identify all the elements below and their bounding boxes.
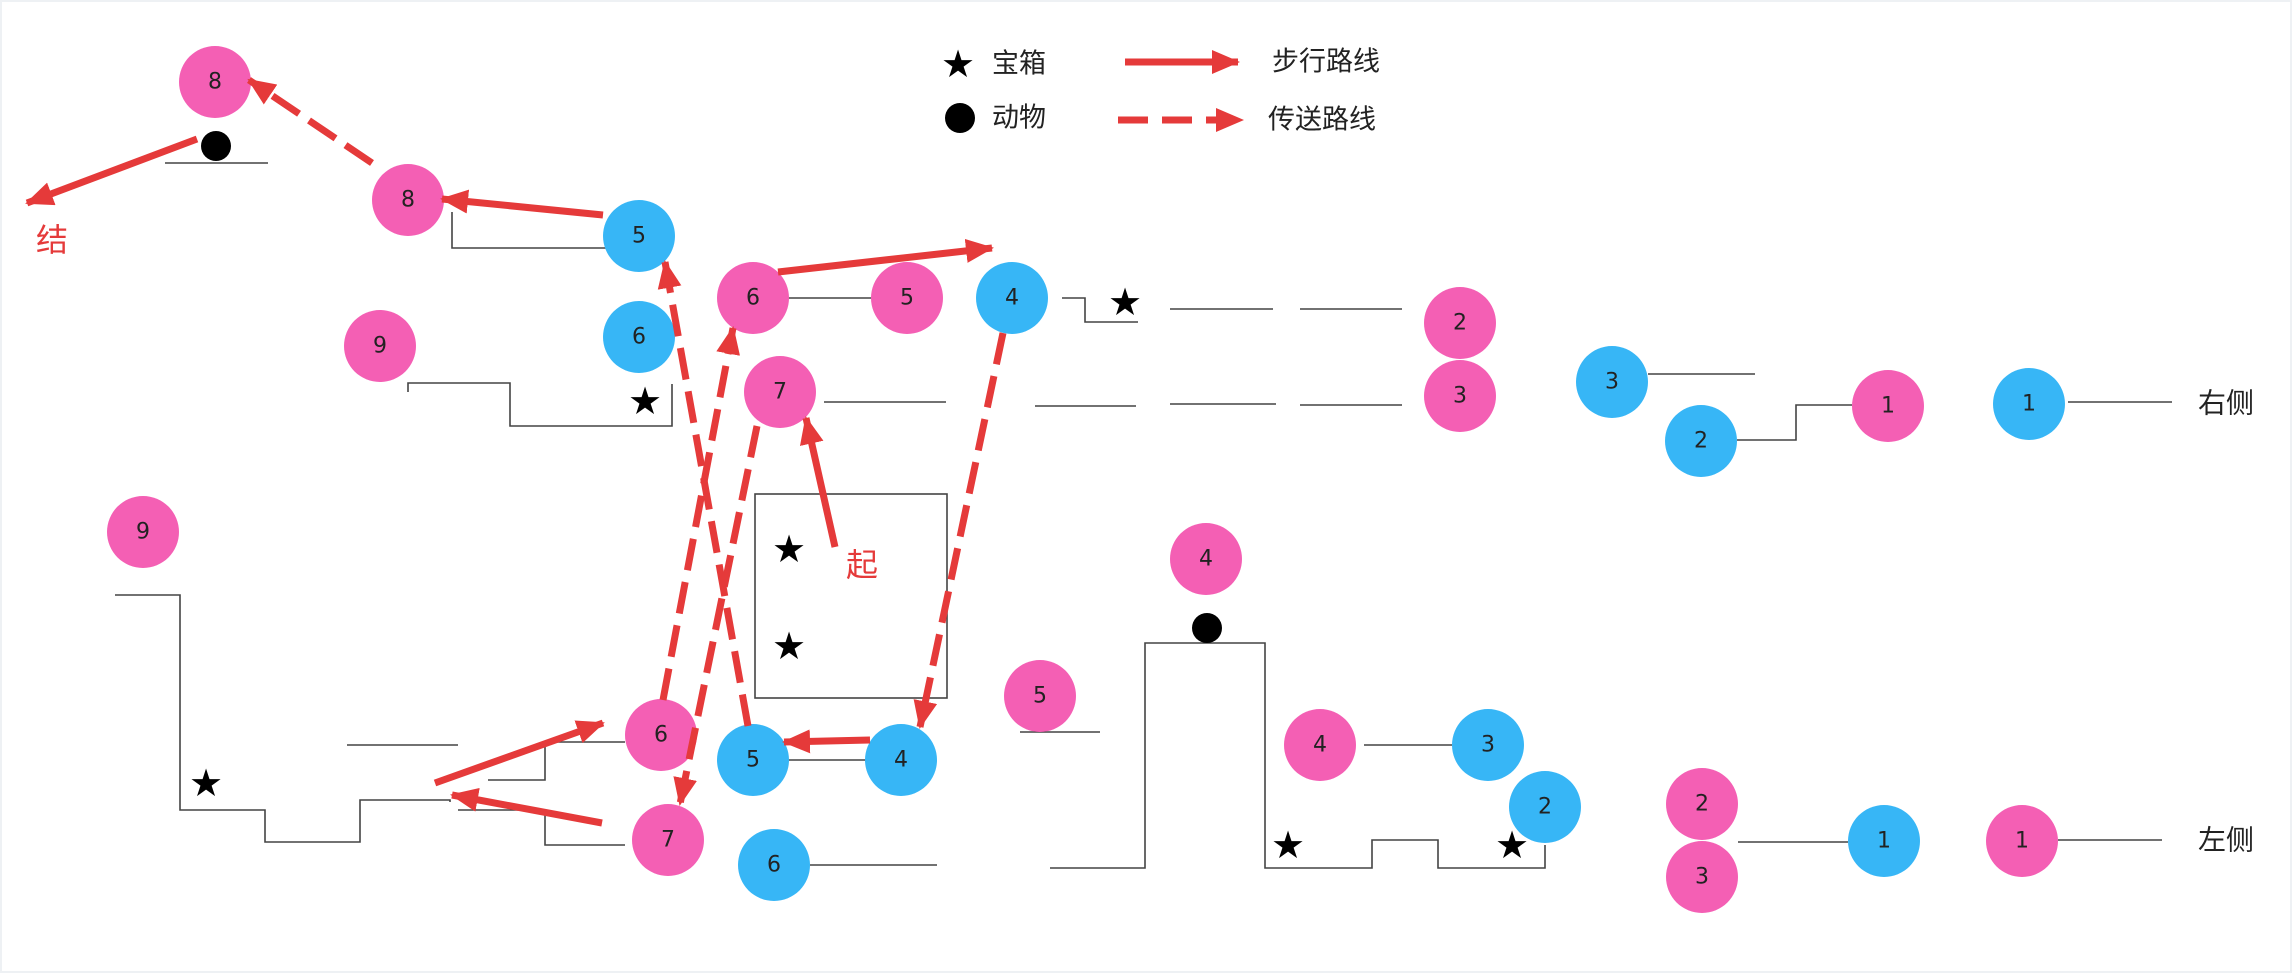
svg-text:6: 6 — [767, 853, 781, 878]
teleport-arrow — [673, 425, 761, 806]
svg-text:5: 5 — [900, 286, 914, 311]
chest-star-icon: ★ — [189, 761, 223, 805]
node-blue-3-right: 3 — [1576, 346, 1648, 418]
node-pink-1-left: 1 — [1986, 805, 2058, 877]
routes — [25, 77, 1007, 827]
start-label: 起 — [846, 546, 878, 584]
svg-text:1: 1 — [2015, 829, 2029, 854]
svg-text:7: 7 — [661, 828, 675, 853]
svg-text:5: 5 — [746, 748, 760, 773]
legend-chest-star-icon: ★ — [941, 42, 975, 86]
node-pink-2-left: 2 — [1666, 768, 1738, 840]
svg-text:3: 3 — [1481, 733, 1495, 758]
node-pink-5-top: 5 — [871, 262, 943, 334]
teleport-arrow — [659, 326, 740, 701]
walk-arrow — [433, 719, 605, 787]
chest-star-icon: ★ — [772, 527, 806, 571]
node-pink-3-right: 3 — [1424, 360, 1496, 432]
nodes: 8 8 5 9 6 6 5 4 7 2 3 3 2 1 1 9 6 5 4 7 … — [107, 46, 2065, 913]
legend-animal-label: 动物 — [992, 103, 1046, 134]
svg-text:5: 5 — [1033, 684, 1047, 709]
svg-text:4: 4 — [1005, 286, 1019, 311]
svg-text:2: 2 — [1538, 795, 1552, 820]
markers: ★ ★ ★ ★ ★ ★ ★ — [189, 131, 1529, 867]
chest-star-icon: ★ — [628, 379, 662, 423]
chest-star-icon: ★ — [1271, 823, 1305, 867]
svg-text:3: 3 — [1453, 384, 1467, 409]
svg-text:3: 3 — [1695, 865, 1709, 890]
svg-text:6: 6 — [746, 286, 760, 311]
svg-text:9: 9 — [373, 334, 387, 359]
node-pink-4-lower: 4 — [1284, 709, 1356, 781]
svg-text:5: 5 — [632, 224, 646, 249]
walk-arrow — [450, 787, 603, 827]
svg-text:8: 8 — [401, 188, 415, 213]
node-pink-7-mid: 7 — [632, 804, 704, 876]
walk-arrow — [440, 189, 604, 219]
svg-text:4: 4 — [1313, 733, 1327, 758]
teleport-arrow — [913, 332, 1007, 729]
node-pink-8-lower: 8 — [372, 164, 444, 236]
node-pink-6-mid: 6 — [625, 699, 697, 771]
legend-chest-label: 宝箱 — [992, 49, 1046, 80]
end-label: 结 — [36, 221, 68, 259]
node-blue-6-mid: 6 — [738, 829, 810, 901]
chest-star-icon: ★ — [1495, 823, 1529, 867]
svg-text:3: 3 — [1605, 370, 1619, 395]
teleport-arrow — [657, 260, 752, 727]
node-pink-6-top: 6 — [717, 262, 789, 334]
legend: ★ 宝箱 动物 步行路线 传送路线 — [941, 42, 1380, 136]
node-pink-3-left: 3 — [1666, 841, 1738, 913]
svg-text:1: 1 — [2022, 392, 2036, 417]
chest-star-icon: ★ — [1108, 280, 1142, 324]
node-blue-4-mid: 4 — [865, 724, 937, 796]
node-blue-2-right: 2 — [1665, 405, 1737, 477]
legend-walk-label: 步行路线 — [1272, 47, 1380, 78]
walk-arrow — [782, 729, 871, 754]
terrain-lines — [115, 162, 2172, 869]
node-pink-1-right: 1 — [1852, 370, 1924, 442]
right-side-label: 右侧 — [2198, 387, 2254, 420]
node-pink-7-top: 7 — [744, 356, 816, 428]
node-blue-1-right: 1 — [1993, 368, 2065, 440]
svg-text:4: 4 — [1199, 547, 1213, 572]
node-pink-2-right: 2 — [1424, 287, 1496, 359]
chest-star-icon: ★ — [772, 624, 806, 668]
left-side-label: 左侧 — [2198, 824, 2254, 857]
svg-text:8: 8 — [208, 70, 222, 95]
legend-animal-circle-icon — [945, 103, 975, 133]
node-blue-5-mid: 5 — [717, 724, 789, 796]
svg-text:2: 2 — [1453, 311, 1467, 336]
svg-text:2: 2 — [1694, 429, 1708, 454]
svg-text:6: 6 — [654, 723, 668, 748]
svg-text:4: 4 — [894, 748, 908, 773]
teleport-arrow — [247, 77, 374, 166]
node-pink-8-upper: 8 — [179, 46, 251, 118]
node-blue-3-mid: 3 — [1452, 709, 1524, 781]
node-blue-4-top: 4 — [976, 262, 1048, 334]
animal-circle-icon — [201, 131, 231, 161]
node-blue-1-left: 1 — [1848, 805, 1920, 877]
svg-text:9: 9 — [136, 520, 150, 545]
node-blue-2-mid: 2 — [1509, 771, 1581, 843]
walk-arrow — [25, 135, 199, 207]
node-pink-4-upper: 4 — [1170, 523, 1242, 595]
svg-text:1: 1 — [1877, 829, 1891, 854]
animal-circle-icon — [1192, 613, 1222, 643]
svg-text:2: 2 — [1695, 792, 1709, 817]
node-pink-9-top: 9 — [344, 310, 416, 382]
node-pink-5-mid: 5 — [1004, 660, 1076, 732]
node-pink-9-left: 9 — [107, 496, 179, 568]
svg-text:7: 7 — [773, 380, 787, 405]
node-blue-6-top: 6 — [603, 301, 675, 373]
walk-arrow — [777, 238, 994, 276]
svg-text:6: 6 — [632, 325, 646, 350]
node-blue-5-top: 5 — [603, 200, 675, 272]
walk-arrow — [799, 416, 839, 548]
svg-text:1: 1 — [1881, 394, 1895, 419]
legend-teleport-label: 传送路线 — [1268, 105, 1376, 136]
